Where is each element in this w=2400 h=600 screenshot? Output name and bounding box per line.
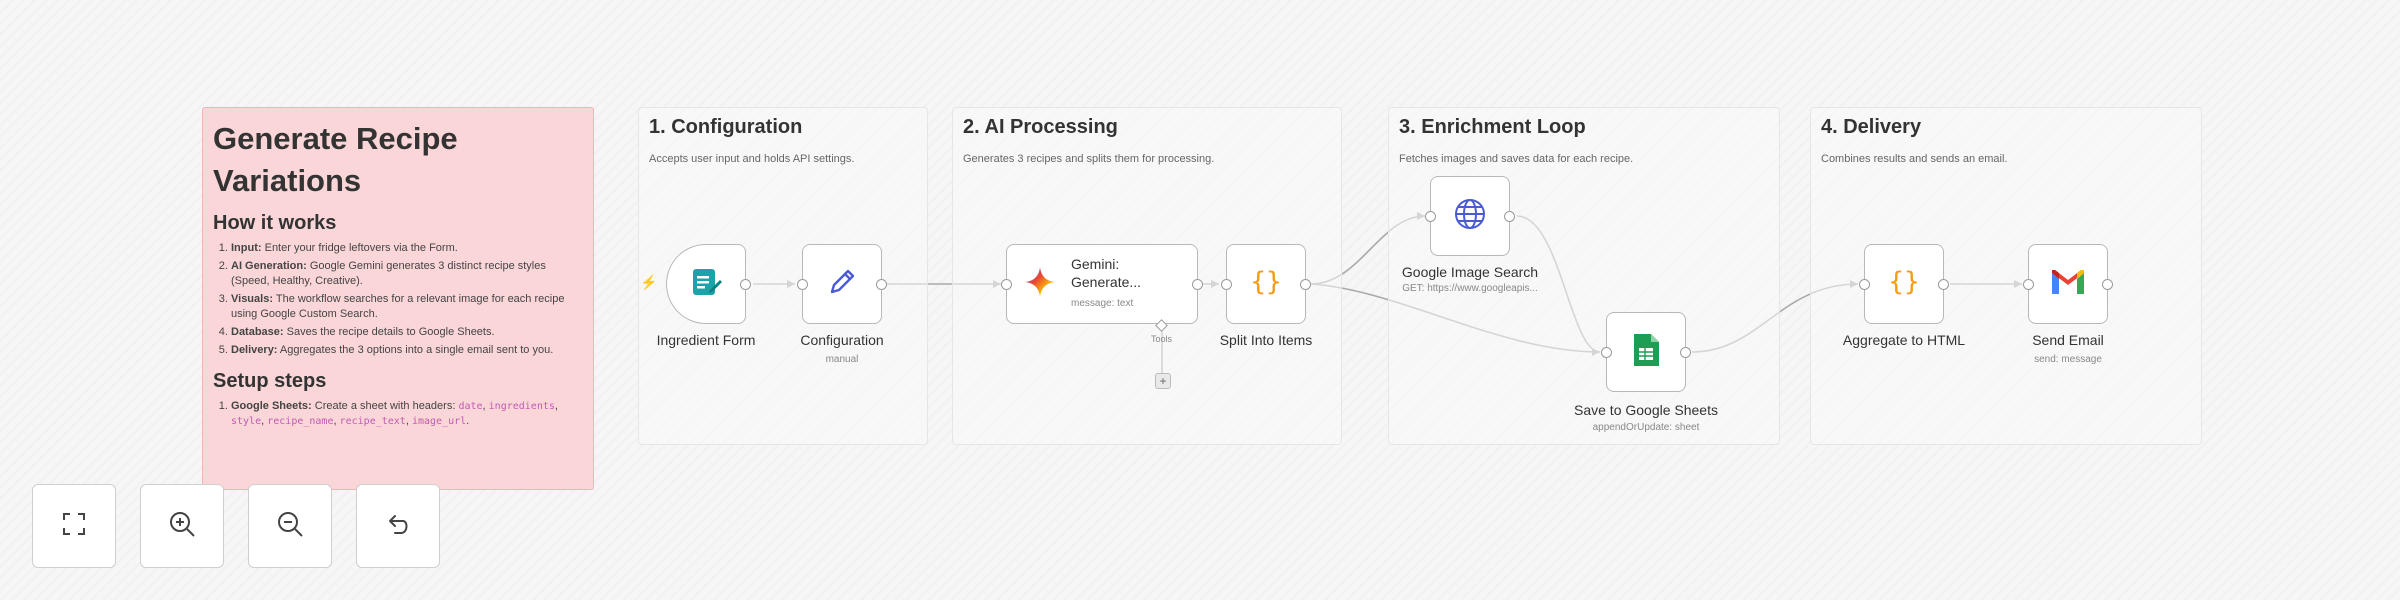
output-handle[interactable] (1938, 279, 1949, 290)
node-label: Google Image Search (1401, 264, 1539, 280)
group-description: Combines results and sends an email. (1821, 153, 2008, 165)
list-item: Google Sheets: Create a sheet with heade… (231, 399, 583, 429)
globe-icon (1452, 196, 1488, 237)
zoom-in-icon (167, 509, 197, 544)
input-handle[interactable] (797, 279, 808, 290)
undo-icon (383, 509, 413, 544)
node-configuration[interactable] (797, 244, 887, 324)
node-label: Split Into Items (1219, 332, 1313, 348)
how-it-works-list: Input: Enter your fridge leftovers via t… (213, 241, 583, 358)
node-label: Save to Google Sheets (1574, 402, 1718, 418)
group-title: 1. Configuration (649, 116, 803, 138)
add-tool-button[interactable]: + (1155, 373, 1171, 389)
output-handle[interactable] (740, 279, 751, 290)
input-handle[interactable] (1601, 347, 1612, 358)
trigger-bolt-icon: ⚡ (640, 274, 658, 290)
output-handle[interactable] (1680, 347, 1691, 358)
input-handle[interactable] (1221, 279, 1232, 290)
node-split-into-items[interactable]: {} (1221, 244, 1311, 324)
gemini-text: Gemini: Generate... message: text (1071, 255, 1141, 313)
list-item: Database: Saves the recipe details to Go… (231, 325, 583, 340)
zoom-out-button[interactable] (248, 484, 332, 568)
group-title: 2. AI Processing (963, 116, 1118, 138)
code-braces-icon: {} (1248, 264, 1284, 305)
node-save-to-google-sheets[interactable] (1601, 312, 1691, 392)
output-handle[interactable] (1192, 279, 1203, 290)
list-item: Visuals: The workflow searches for a rel… (231, 292, 583, 322)
node-subtitle: appendOrUpdate: sheet (1592, 422, 1700, 433)
node-subtitle: GET: https://www.googleapis... (1402, 283, 1538, 294)
input-handle[interactable] (1859, 279, 1870, 290)
group-description: Generates 3 recipes and splits them for … (963, 153, 1215, 165)
group-description: Accepts user input and holds API setting… (649, 153, 855, 165)
tools-label: Tools (1151, 334, 1173, 344)
zoom-in-button[interactable] (140, 484, 224, 568)
node-label: Ingredient Form (656, 332, 756, 348)
form-icon (688, 264, 724, 305)
code-braces-icon: {} (1886, 264, 1922, 305)
input-handle[interactable] (2023, 279, 2034, 290)
output-handle[interactable] (876, 279, 887, 290)
reset-zoom-button[interactable] (356, 484, 440, 568)
svg-text:{}: {} (1250, 267, 1281, 297)
google-sheets-icon (1631, 332, 1661, 373)
zoom-out-icon (275, 509, 305, 544)
svg-text:{}: {} (1888, 267, 1919, 297)
group-enrichment-loop[interactable]: 3. Enrichment Loop Fetches images and sa… (1388, 107, 1780, 445)
list-item: Delivery: Aggregates the 3 options into … (231, 343, 583, 358)
node-label: Aggregate to HTML (1842, 332, 1966, 348)
node-label: Gemini: (1071, 256, 1120, 272)
group-title: 3. Enrichment Loop (1399, 116, 1586, 138)
fit-view-button[interactable] (32, 484, 116, 568)
node-subtitle: message: text (1071, 298, 1134, 309)
setup-steps-heading: Setup steps (213, 370, 327, 392)
how-it-works-heading: How it works (213, 212, 337, 234)
setup-steps-list: Google Sheets: Create a sheet with heade… (213, 399, 583, 429)
pencil-icon (825, 265, 859, 304)
node-gemini-generate[interactable]: Gemini: Generate... message: text (1001, 244, 1203, 324)
gemini-sparkle-icon (1023, 265, 1057, 304)
node-subtitle: send: message (2034, 354, 2102, 365)
node-send-email[interactable] (2023, 244, 2113, 324)
group-description: Fetches images and saves data for each r… (1399, 153, 1634, 165)
node-google-image-search[interactable] (1425, 176, 1515, 256)
node-label: Generate... (1071, 274, 1142, 290)
fit-view-icon (59, 509, 89, 544)
list-item: Input: Enter your fridge leftovers via t… (231, 241, 583, 256)
sticky-title: Generate Recipe Variations (213, 121, 458, 198)
gmail-icon (2049, 267, 2087, 302)
output-handle[interactable] (2102, 279, 2113, 290)
input-handle[interactable] (1425, 211, 1436, 222)
sticky-note[interactable]: Generate Recipe Variations How it works … (202, 107, 594, 490)
node-aggregate-to-html[interactable]: {} (1859, 244, 1949, 324)
output-handle[interactable] (1504, 211, 1515, 222)
node-ingredient-form[interactable] (666, 244, 751, 324)
list-item: AI Generation: Google Gemini generates 3… (231, 259, 583, 289)
node-label: Send Email (2032, 332, 2104, 348)
group-title: 4. Delivery (1821, 116, 1922, 138)
node-subtitle: manual (825, 354, 859, 365)
output-handle[interactable] (1300, 279, 1311, 290)
node-label: Configuration (800, 332, 884, 348)
input-handle[interactable] (1001, 279, 1012, 290)
